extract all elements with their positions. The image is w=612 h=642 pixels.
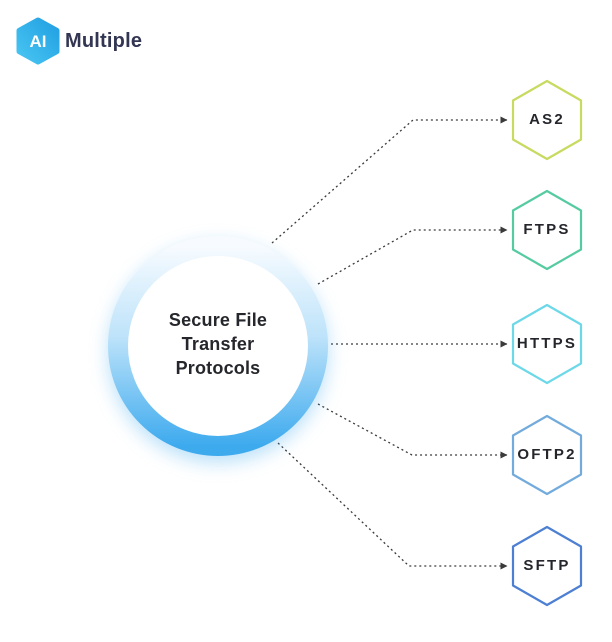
connector-oftp2 [317, 403, 508, 459]
center-title-line-3: Protocols [175, 358, 261, 378]
brand-name: Multiple [65, 29, 143, 52]
center-title-line-1: Secure File [168, 310, 268, 330]
hexagon-https [511, 303, 583, 385]
center-ring [108, 236, 328, 456]
logo-ai-text: AI [30, 32, 47, 51]
node-label-oftp2: OFTP2 [517, 446, 577, 463]
connector-as2 [271, 116, 508, 244]
node-label-https: HTTPS [516, 335, 578, 352]
center-title: Secure File Transfer Protocols [133, 308, 303, 380]
hexagon-ftps [511, 189, 583, 271]
center-title-line-2: Transfer [181, 334, 255, 354]
connector-sftp [277, 442, 508, 570]
connector-ftps [317, 226, 508, 285]
node-label-as2: AS2 [529, 111, 565, 128]
hexagon-as2 [511, 79, 583, 161]
hexagon-oftp2 [511, 414, 583, 496]
node-label-sftp: SFTP [523, 557, 571, 574]
logo-hexagon-icon: AI [16, 17, 60, 65]
hexagon-sftp [511, 525, 583, 607]
node-label-ftps: FTPS [523, 221, 571, 238]
aimultiple-logo: AI Multiple [16, 17, 142, 65]
